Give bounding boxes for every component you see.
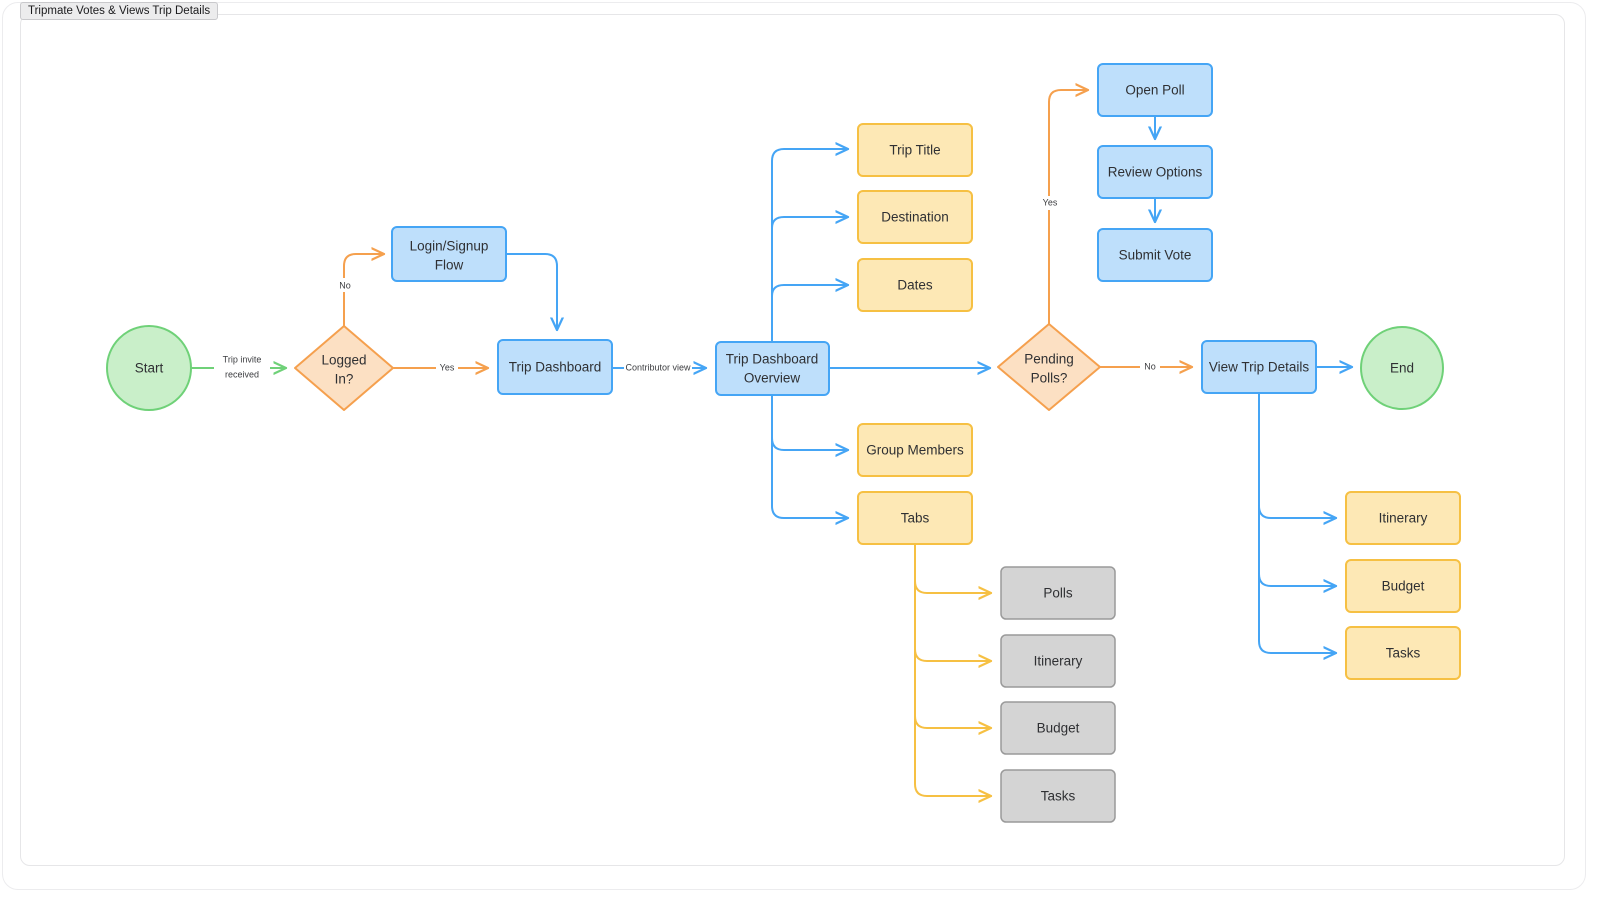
edge-overview-to-trip-title[interactable]: [771, 149, 848, 343]
nodes-layer: Start Logged In? Login/Signup Flow Trip …: [106, 63, 1461, 823]
node-logged-in[interactable]: Logged In?: [294, 325, 394, 411]
node-destination[interactable]: Destination: [857, 190, 973, 244]
node-tab-polls[interactable]: Polls: [1000, 566, 1116, 620]
edge-label-trip-invite-line2: received: [225, 369, 259, 379]
node-logged-in-label-line1: Logged: [321, 353, 366, 368]
node-login-signup-label-line2: Flow: [435, 258, 464, 273]
node-end[interactable]: End: [1360, 326, 1444, 410]
node-start[interactable]: Start: [106, 325, 192, 411]
node-tab-tasks[interactable]: Tasks: [1000, 769, 1116, 823]
node-submit-vote[interactable]: Submit Vote: [1097, 228, 1213, 282]
node-login-signup-flow[interactable]: Login/Signup Flow: [391, 226, 507, 282]
edge-label-trip-invite-line1: Trip invite: [223, 354, 262, 364]
node-dates[interactable]: Dates: [857, 258, 973, 312]
node-tab-tasks-label: Tasks: [1041, 789, 1076, 804]
node-detail-itinerary[interactable]: Itinerary: [1345, 491, 1461, 545]
edge-label-yes-polls: Yes: [1043, 197, 1058, 207]
edge-view-details-to-det-itinerary[interactable]: [1258, 505, 1336, 518]
node-group-members-label: Group Members: [866, 443, 964, 458]
node-review-options[interactable]: Review Options: [1097, 145, 1213, 199]
diagram-canvas[interactable]: [20, 14, 1565, 866]
edge-label-bg-trip-invite: [214, 352, 270, 384]
node-detail-budget[interactable]: Budget: [1345, 559, 1461, 613]
node-submit-vote-label: Submit Vote: [1119, 248, 1192, 263]
edge-label-no-polls: No: [1144, 361, 1156, 371]
edges-layer: Trip invite received No Yes Contributor …: [191, 90, 1352, 796]
node-open-poll[interactable]: Open Poll: [1097, 63, 1213, 117]
edge-label-bg-yes-polls: [1039, 196, 1061, 210]
node-pending-polls[interactable]: Pending Polls?: [997, 323, 1101, 411]
edge-overview-to-group-members[interactable]: [771, 437, 848, 450]
node-login-signup-label-line1: Login/Signup: [410, 239, 489, 254]
edge-overview-to-tabs[interactable]: [771, 393, 848, 518]
node-tab-budget-label: Budget: [1037, 721, 1080, 736]
node-trip-title[interactable]: Trip Title: [857, 123, 973, 177]
node-overview-label-line2: Overview: [744, 371, 801, 386]
edge-tabs-to-tab-tasks[interactable]: [914, 543, 991, 796]
edge-tabs-to-tab-budget[interactable]: [914, 715, 991, 728]
node-tab-budget[interactable]: Budget: [1000, 701, 1116, 755]
edge-label-yes-login: Yes: [440, 362, 455, 372]
node-view-trip-details[interactable]: View Trip Details: [1201, 340, 1317, 394]
edge-view-details-to-det-tasks[interactable]: [1258, 392, 1336, 653]
edge-label-bg-contributor-view: [624, 361, 692, 375]
node-tab-polls-label: Polls: [1043, 586, 1073, 601]
node-dates-label: Dates: [897, 278, 933, 293]
edge-label-bg-no-login: [334, 278, 356, 292]
node-overview-label-line1: Trip Dashboard: [726, 352, 819, 367]
edge-label-no-login: No: [339, 280, 351, 290]
edge-label-bg-yes-login: [436, 360, 458, 374]
edge-view-details-to-det-budget[interactable]: [1258, 573, 1336, 586]
node-trip-dashboard-label: Trip Dashboard: [509, 360, 602, 375]
node-tab-itinerary[interactable]: Itinerary: [1000, 634, 1116, 688]
node-trip-dashboard-overview[interactable]: Trip Dashboard Overview: [715, 341, 830, 396]
node-pending-polls-label-line2: Polls?: [1031, 371, 1068, 386]
node-start-label: Start: [135, 361, 164, 376]
edge-label-contributor-view: Contributor view: [625, 362, 691, 372]
edge-overview-to-dates[interactable]: [771, 285, 848, 297]
node-open-poll-label: Open Poll: [1125, 83, 1184, 98]
node-view-trip-details-label: View Trip Details: [1209, 360, 1310, 375]
node-trip-dashboard[interactable]: Trip Dashboard: [497, 339, 613, 395]
edge-tabs-to-tab-polls[interactable]: [914, 580, 991, 593]
node-end-label: End: [1390, 361, 1414, 376]
node-detail-tasks-label: Tasks: [1386, 646, 1421, 661]
edge-overview-to-destination[interactable]: [771, 217, 848, 229]
node-detail-tasks[interactable]: Tasks: [1345, 626, 1461, 680]
node-pending-polls-label-line1: Pending: [1024, 352, 1074, 367]
node-detail-budget-label: Budget: [1382, 579, 1425, 594]
edge-login-signup-to-trip-dashboard[interactable]: [505, 253, 557, 330]
edge-logged-in-no-to-login-signup[interactable]: [343, 254, 384, 327]
node-tab-itinerary-label: Itinerary: [1034, 654, 1083, 669]
node-tabs-label: Tabs: [901, 511, 930, 526]
diagram-title-tab[interactable]: Tripmate Votes & Views Trip Details: [20, 2, 219, 20]
node-detail-itinerary-label: Itinerary: [1379, 511, 1428, 526]
node-review-options-label: Review Options: [1108, 165, 1203, 180]
node-logged-in-label-line2: In?: [335, 372, 354, 387]
node-group-members[interactable]: Group Members: [857, 423, 973, 477]
edge-pending-polls-yes-to-open-poll[interactable]: [1048, 90, 1088, 325]
edge-tabs-to-tab-itinerary[interactable]: [914, 648, 991, 661]
node-trip-title-label: Trip Title: [889, 143, 940, 158]
node-destination-label: Destination: [881, 210, 949, 225]
edge-label-bg-no-polls: [1140, 360, 1160, 374]
node-tabs[interactable]: Tabs: [857, 491, 973, 545]
